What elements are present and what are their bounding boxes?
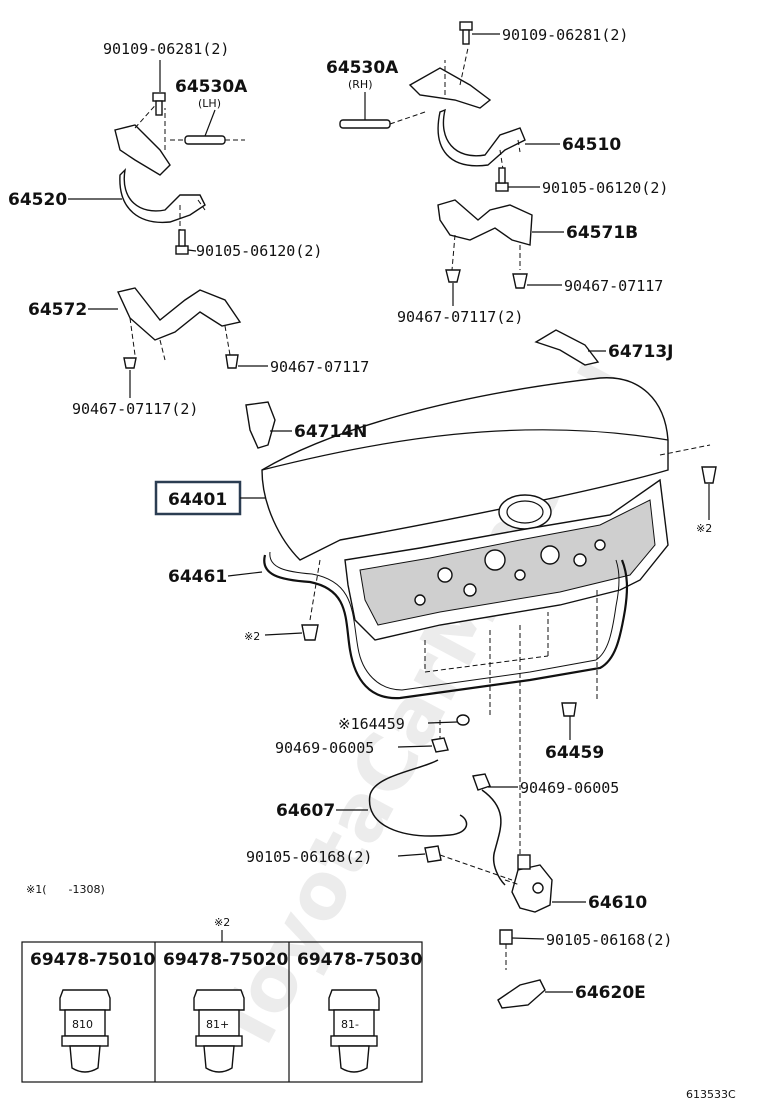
gas-strut-right bbox=[339, 111, 426, 129]
label-64713J: 64713J bbox=[608, 342, 673, 362]
label-64607: 64607 bbox=[276, 801, 335, 821]
clip-mark-81minus: 81- bbox=[341, 1018, 359, 1031]
bolt-icon bbox=[459, 21, 473, 45]
hinge-right bbox=[408, 47, 526, 183]
bolt-icon bbox=[152, 92, 166, 116]
bracket-64571B bbox=[437, 199, 533, 271]
label-90105-06120-right: 90105-06120(2) bbox=[542, 179, 668, 197]
release-cable-2 bbox=[481, 789, 506, 886]
bracket-64572 bbox=[117, 287, 242, 361]
label-90467-07117-2-right: 90467-07117(2) bbox=[397, 308, 523, 326]
label-rh: (RH) bbox=[348, 78, 373, 91]
label-90469-06005-right: 90469-06005 bbox=[520, 779, 619, 797]
clip-69478-75030 bbox=[328, 989, 380, 1073]
label-90105-06168-left: 90105-06168(2) bbox=[246, 848, 372, 866]
gas-strut-left bbox=[170, 135, 245, 145]
striker-64620E bbox=[497, 979, 546, 1009]
label-90105-06168-right: 90105-06168(2) bbox=[546, 931, 672, 949]
label-64530A-right: 64530A bbox=[326, 58, 399, 78]
label-90467-07117-mid: 90467-07117 bbox=[270, 358, 369, 376]
weatherstrip-inner bbox=[269, 551, 620, 691]
label-64572: 64572 bbox=[28, 300, 87, 320]
lock-assembly bbox=[504, 854, 553, 913]
label-64459: 64459 bbox=[545, 743, 604, 763]
label-64459-note: ※164459 bbox=[338, 715, 405, 733]
label-64401[interactable]: 64401 bbox=[168, 490, 227, 510]
label-64461: 64461 bbox=[168, 567, 227, 587]
label-90109-06281-left: 90109-06281(2) bbox=[103, 40, 229, 58]
bolt-icon bbox=[495, 167, 509, 192]
part-64713J bbox=[534, 329, 600, 366]
table-col-69478-75020: 69478-75020 bbox=[163, 950, 289, 970]
clip-table: 69478-75010 69478-75020 69478-75030 bbox=[21, 941, 423, 1083]
hinge-left bbox=[114, 99, 206, 240]
label-64530A-left: 64530A bbox=[175, 77, 248, 97]
note-2-left: ※2 bbox=[244, 630, 260, 643]
figure-id: 613533C bbox=[686, 1088, 736, 1101]
bolt-icon bbox=[175, 229, 189, 255]
label-90105-06120-left: 90105-06120(2) bbox=[196, 242, 322, 260]
table-col-69478-75010: 69478-75010 bbox=[30, 950, 156, 970]
label-90467-07117-2-left: 90467-07117(2) bbox=[72, 400, 198, 418]
label-90469-06005-left: 90469-06005 bbox=[275, 739, 374, 757]
trunk-lid bbox=[261, 377, 669, 641]
label-64571B: 64571B bbox=[566, 223, 638, 243]
clip-icon bbox=[445, 269, 528, 289]
clip-mark-810: 810 bbox=[72, 1018, 93, 1031]
weatherstrip bbox=[263, 554, 629, 700]
part-64714N bbox=[245, 401, 276, 449]
clip-icon bbox=[123, 354, 239, 369]
clip-icon bbox=[301, 466, 717, 791]
note-2-table: ※2 bbox=[214, 916, 230, 929]
label-64610: 64610 bbox=[588, 893, 647, 913]
label-64520: 64520 bbox=[8, 190, 67, 210]
label-lh: (LH) bbox=[198, 97, 221, 110]
label-64510: 64510 bbox=[562, 135, 621, 155]
label-90467-07117-right: 90467-07117 bbox=[564, 277, 663, 295]
clip-69478-75010 bbox=[59, 989, 111, 1073]
bolt-icon bbox=[424, 845, 513, 970]
label-64714N: 64714N bbox=[294, 422, 367, 442]
note-2-right: ※2 bbox=[696, 522, 712, 535]
label-64620E: 64620E bbox=[575, 983, 646, 1003]
clip-69478-75020 bbox=[193, 989, 245, 1073]
release-cable bbox=[368, 759, 468, 837]
footnote-1: ※1( -1308) bbox=[26, 883, 105, 896]
label-90109-06281-right: 90109-06281(2) bbox=[502, 26, 628, 44]
table-col-69478-75030: 69478-75030 bbox=[297, 950, 423, 970]
clip-mark-81plus: 81+ bbox=[206, 1018, 229, 1031]
